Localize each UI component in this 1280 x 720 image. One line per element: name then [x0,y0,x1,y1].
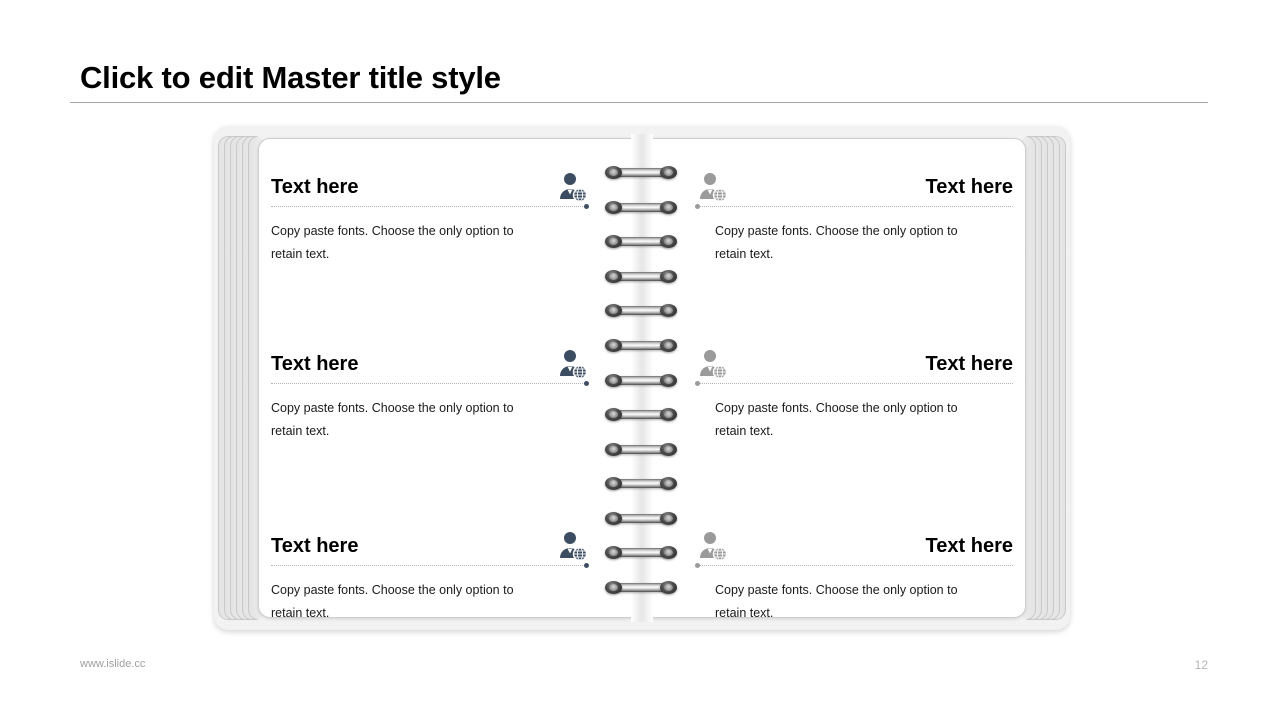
content-block: Text here C [271,514,589,625]
block-separator [271,204,589,210]
block-separator [271,381,589,387]
block-body: Copy paste fonts. Choose the only option… [271,401,514,438]
notebook-graphic: Text here C [214,126,1070,630]
block-title: Text here [925,535,1013,557]
user-globe-icon [557,171,588,203]
block-body: Copy paste fonts. Choose the only option… [715,583,958,620]
block-separator [695,381,1013,387]
block-header: Text here [271,155,588,203]
block-separator [695,563,1013,569]
page-edge-stack-right [1020,136,1066,620]
user-globe-icon [697,530,728,562]
block-header: Text here [271,514,588,562]
block-header: Text here [697,155,1013,203]
dotted-line [697,383,1013,384]
block-title: Text here [271,535,359,557]
dotted-line [697,565,1013,566]
block-header: Text here [271,332,588,380]
block-separator [271,563,589,569]
user-globe-icon [557,348,588,380]
footer-url: www.islide.cc [80,658,146,670]
separator-dot [584,204,589,209]
user-globe-icon [697,171,728,203]
block-body: Copy paste fonts. Choose the only option… [271,224,514,261]
separator-dot [695,204,700,209]
block-body: Copy paste fonts. Choose the only option… [271,583,514,620]
separator-dot [695,563,700,568]
notebook-page-right: Text here C [646,138,1026,620]
content-block: Text here C [271,155,589,266]
block-body: Copy paste fonts. Choose the only option… [715,224,958,261]
user-globe-icon [557,530,588,562]
block-header: Text here [697,514,1013,562]
dotted-line [271,383,587,384]
block-title: Text here [925,353,1013,375]
content-block: Text here C [695,155,1013,266]
dotted-line [271,206,587,207]
notebook-gutter [631,134,653,622]
block-header: Text here [697,332,1013,380]
separator-dot [584,381,589,386]
separator-dot [695,381,700,386]
block-title: Text here [271,353,359,375]
page-number: 12 [1194,658,1208,672]
dotted-line [697,206,1013,207]
page-title: Click to edit Master title style [80,60,501,95]
block-title: Text here [925,176,1013,198]
dotted-line [271,565,587,566]
content-block: Text here C [695,332,1013,443]
block-title: Text here [271,176,359,198]
user-globe-icon [697,348,728,380]
block-body: Copy paste fonts. Choose the only option… [715,401,958,438]
separator-dot [584,563,589,568]
block-separator [695,204,1013,210]
notebook-page-left: Text here C [258,138,638,620]
title-divider [70,102,1208,103]
content-block: Text here C [695,514,1013,625]
content-block: Text here C [271,332,589,443]
